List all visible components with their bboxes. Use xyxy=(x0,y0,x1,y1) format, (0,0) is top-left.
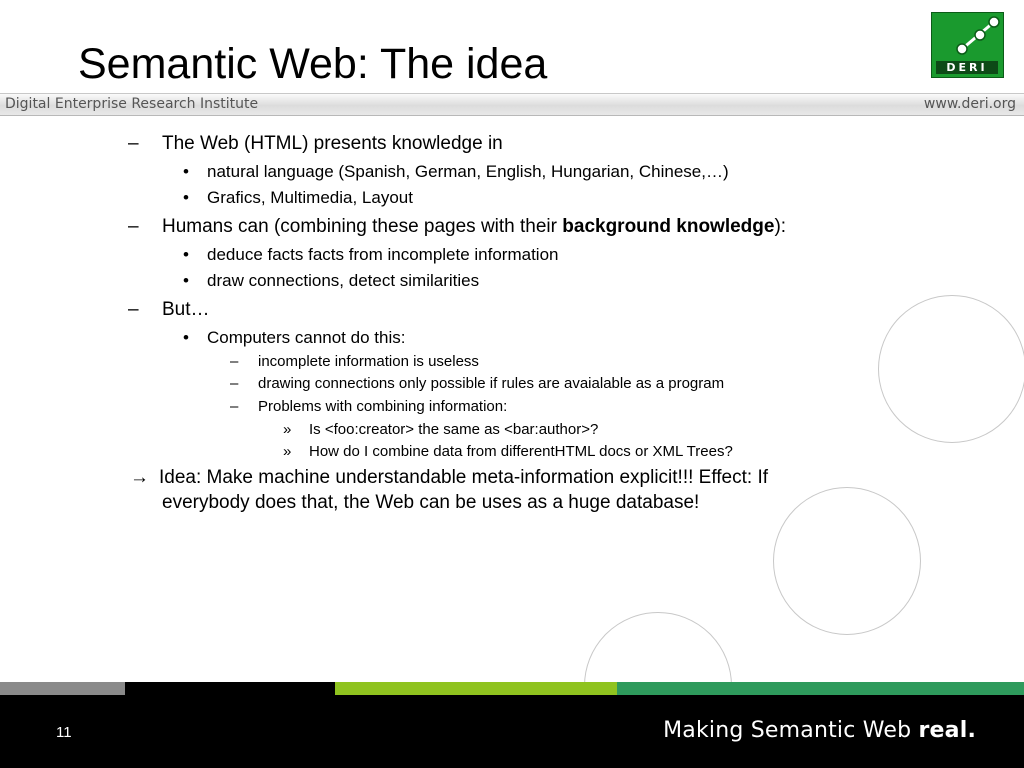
header-band: Digital Enterprise Research Institute ww… xyxy=(0,93,1024,116)
item-text-continuation: everybody does that, the Web can be uses… xyxy=(162,492,700,513)
item-text: incomplete information is useless xyxy=(258,353,479,370)
item-text: Humans can (combining these pages with t… xyxy=(162,216,786,238)
item-text: draw connections, detect similarities xyxy=(207,271,480,290)
decorative-circle-1 xyxy=(878,295,1024,443)
org-name: Digital Enterprise Research Institute xyxy=(5,96,259,112)
item-text: The Web (HTML) presents knowledge in xyxy=(162,133,503,154)
item-text: Problems with combining information: xyxy=(258,398,508,415)
page-number: 11 xyxy=(56,724,72,741)
tagline-bold: real. xyxy=(918,718,976,743)
item-text: But… xyxy=(162,299,210,320)
bullet-marker: • xyxy=(183,245,189,264)
dash-marker: – xyxy=(128,216,139,237)
item-text: Idea: Make machine understandable meta-i… xyxy=(159,467,769,488)
item-text: Computers cannot do this: xyxy=(207,328,406,347)
slide-content: – The Web (HTML) presents knowledge in •… xyxy=(128,133,786,513)
item-text: deduce facts facts from incomplete infor… xyxy=(207,245,559,264)
raquo-marker: » xyxy=(283,421,292,438)
decorative-circle-2 xyxy=(773,487,921,635)
footer-bar xyxy=(0,682,1024,768)
footer-stripe-gray xyxy=(0,682,125,695)
bullet-marker: • xyxy=(183,162,189,181)
item-text: How do I combine data from differentHTML… xyxy=(309,443,733,460)
item-text-suffix: ): xyxy=(774,216,787,237)
item-text: Is <foo:creator> the same as <bar:author… xyxy=(309,421,599,438)
raquo-marker: » xyxy=(283,443,292,460)
footer-stripe-green xyxy=(617,682,1024,695)
dash-marker: – xyxy=(230,398,239,415)
footer-stripe-lime xyxy=(335,682,617,695)
logo-graphic xyxy=(956,16,1000,55)
arrow-icon: → xyxy=(130,467,149,488)
dash-marker: – xyxy=(128,133,139,154)
dash-marker: – xyxy=(230,375,239,392)
item-text: Grafics, Multimedia, Layout xyxy=(207,188,413,207)
org-url: www.deri.org xyxy=(923,96,1016,112)
item-text: drawing connections only possible if rul… xyxy=(258,375,725,392)
slide-title: Semantic Web: The idea xyxy=(78,40,548,88)
item-text-prefix: Humans can (combining these pages with t… xyxy=(162,216,563,237)
bullet-marker: • xyxy=(183,328,189,347)
footer-stripe-dark xyxy=(125,682,335,695)
tagline: Making Semantic Web real. xyxy=(663,718,976,743)
dash-marker: – xyxy=(128,299,139,320)
deri-logo: DERI xyxy=(931,12,1004,78)
bullet-marker: • xyxy=(183,188,189,207)
item-text: natural language (Spanish, German, Engli… xyxy=(207,162,729,181)
logo-text: DERI xyxy=(936,61,998,74)
dash-marker: – xyxy=(230,353,239,370)
item-text-bold: background knowledge xyxy=(562,216,775,237)
bullet-marker: • xyxy=(183,271,189,290)
tagline-text: Making Semantic Web xyxy=(663,718,919,743)
